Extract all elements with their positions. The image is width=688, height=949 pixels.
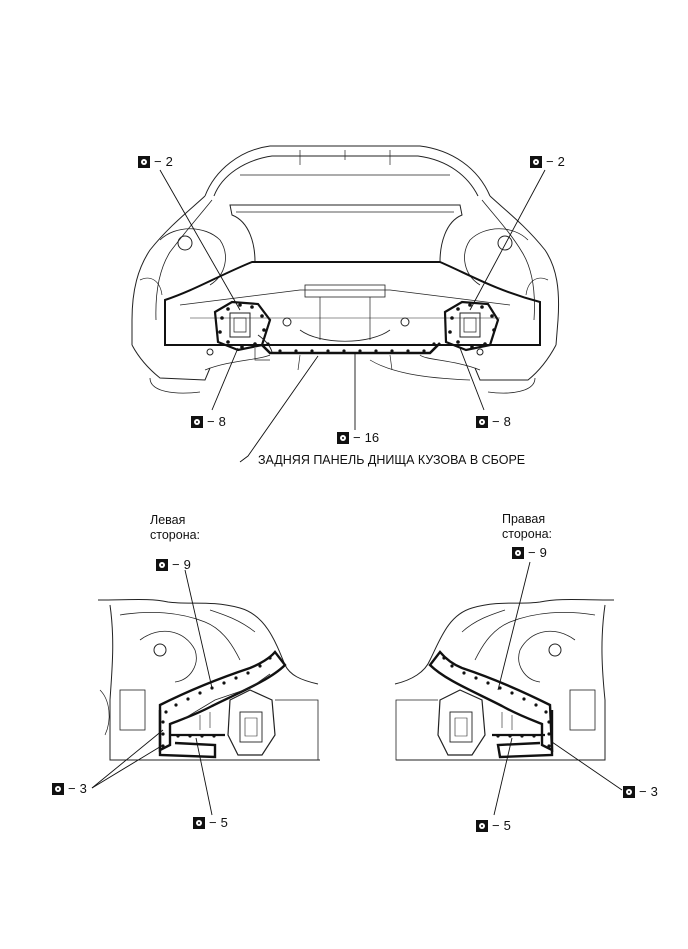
callout-left-side: − 3 [52,782,87,796]
callout-left-top: − 9 [156,558,191,572]
spot-weld-icon [138,156,150,168]
callout-separator: − [528,545,536,560]
callout-number: 3 [650,784,658,799]
callout-number: 8 [503,414,511,429]
callout-number: 2 [165,154,173,169]
callout-mid-left: − 8 [191,415,226,429]
spot-weld-icon [476,820,488,832]
callout-separator: − [207,414,215,429]
right-side-detail [394,599,615,761]
callout-top-left: − 2 [138,155,173,169]
callout-number: 9 [183,557,191,572]
spot-weld-icon [193,817,205,829]
spot-weld-icon [156,559,168,571]
leader-lines-right [493,561,623,816]
callout-number: 3 [79,781,87,796]
spot-weld-icon [191,416,203,428]
callout-number: 16 [364,430,380,445]
callout-separator: − [68,781,76,796]
callout-separator: − [209,815,217,830]
weld-spots-left [161,656,272,748]
callout-top-right: − 2 [530,155,565,169]
callout-number: 9 [539,545,547,560]
spot-weld-icon [52,783,64,795]
leader-lines-left [91,569,213,816]
callout-right-bottom: − 5 [476,819,511,833]
spot-weld-icon [476,416,488,428]
rear-body-view [131,145,560,394]
callout-mid-right: − 8 [476,415,511,429]
left-side-heading: Левая сторона: [150,513,201,542]
right-side-heading: Правая сторона: [502,512,553,541]
weld-spots-right [442,656,551,748]
callout-center: − 16 [337,431,379,445]
spot-weld-icon [337,432,349,444]
callout-separator: − [154,154,162,169]
callout-right-top: − 9 [512,546,547,560]
callout-separator: − [353,430,361,445]
callout-left-bottom: − 5 [193,816,228,830]
callout-separator: − [639,784,647,799]
spot-weld-icon [623,786,635,798]
callout-number: 8 [218,414,226,429]
spot-weld-icon [512,547,524,559]
callout-separator: − [492,414,500,429]
callout-number: 5 [503,818,511,833]
leader-lines-top [159,169,546,463]
callout-right-side: − 3 [623,785,658,799]
left-side-detail [97,599,320,761]
callout-separator: − [492,818,500,833]
callout-number: 2 [557,154,565,169]
weld-spots-top [218,303,496,353]
callout-separator: − [172,557,180,572]
spot-weld-icon [530,156,542,168]
callout-number: 5 [220,815,228,830]
assembly-label: ЗАДНЯЯ ПАНЕЛЬ ДНИЩА КУЗОВА В СБОРЕ [258,453,526,467]
callout-separator: − [546,154,554,169]
